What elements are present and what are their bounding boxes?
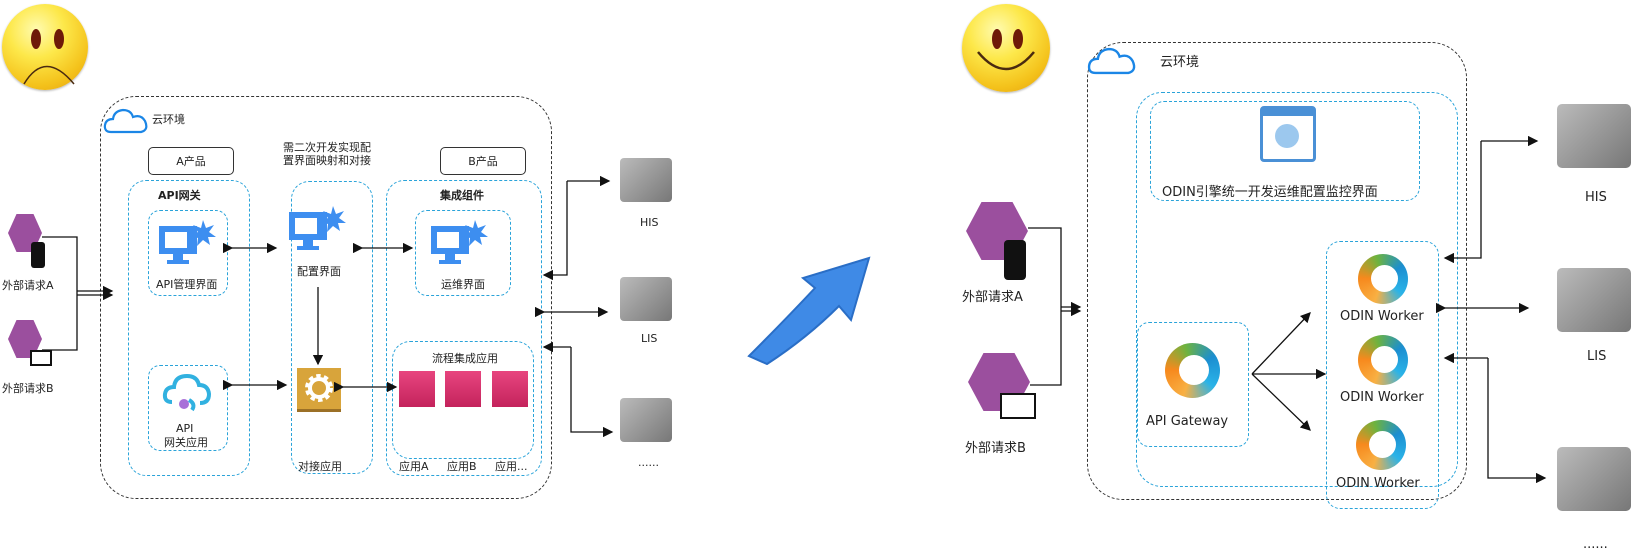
- left-lis-label: LIS: [641, 332, 658, 345]
- app-more-label: 应用...: [495, 460, 528, 473]
- cloud-gateway-icon: [162, 373, 212, 412]
- client-a-label: 外部请求A: [962, 290, 1023, 305]
- monitor-alert-icon: [159, 220, 216, 264]
- happy-face-icon: [962, 4, 1050, 92]
- api-gateway-group: [128, 180, 250, 476]
- curved-arrow-up-right-icon: [747, 256, 871, 365]
- config-column: [291, 181, 373, 474]
- product-a-label: A产品: [148, 147, 234, 175]
- computer-icon-other: [1557, 447, 1631, 511]
- api-gateway-app-label-1: API: [176, 422, 194, 435]
- right-his-label: HIS: [1585, 190, 1607, 205]
- api-gateway-app-label-2: 网关应用: [164, 436, 208, 449]
- api-mgmt-ui-label: API管理界面: [156, 278, 218, 291]
- client-a-label: 外部请求A: [2, 279, 54, 292]
- flow-app-icon-more[interactable]: [492, 371, 528, 407]
- ops-ui-label: 运维界面: [441, 278, 485, 291]
- monitor-alert-icon: [431, 220, 488, 264]
- browser-globe-icon: [1260, 106, 1316, 162]
- left-cloud-environment: [100, 96, 552, 499]
- odin-worker-label-2: ODIN Worker: [1340, 390, 1424, 405]
- config-ui-label: 配置界面: [297, 265, 341, 278]
- computer-icon-other: [620, 398, 672, 442]
- odin-worker-icon: [1358, 335, 1408, 385]
- odin-worker-icon: [1358, 254, 1408, 304]
- client-b-label: 外部请求B: [965, 441, 1026, 456]
- client-b-label: 外部请求B: [2, 382, 54, 395]
- odin-worker-label-3: ODIN Worker: [1336, 476, 1420, 491]
- mobile-phone-icon: [31, 242, 45, 268]
- odin-ui-box[interactable]: [1150, 101, 1420, 201]
- flow-app-icon-a[interactable]: [399, 371, 435, 407]
- gear-app-icon: [297, 368, 341, 412]
- app-b-label: 应用B: [447, 460, 477, 473]
- right-lis-label: LIS: [1587, 349, 1607, 364]
- left-his-label: HIS: [640, 216, 659, 229]
- integration-group-title: 集成组件: [440, 189, 484, 202]
- odin-worker-group: [1326, 241, 1439, 509]
- api-gateway-label: API Gateway: [1146, 414, 1229, 429]
- odin-ui-label: ODIN引擎统一开发运维配置监控界面: [1162, 185, 1378, 200]
- integration-group: [386, 180, 542, 476]
- right-cloud-icon: [1087, 47, 1136, 75]
- left-cloud-icon: [103, 108, 148, 134]
- connector-app-label: 对接应用: [298, 460, 342, 473]
- right-cloud-environment: [1087, 42, 1467, 500]
- computer-icon-lis: [620, 277, 672, 321]
- computer-icon-his: [1557, 104, 1631, 168]
- dev-note-line2: 置界面映射和对接: [283, 154, 371, 167]
- desktop-monitor-icon: [30, 350, 52, 366]
- app-a-label: 应用A: [399, 460, 429, 473]
- odin-worker-icon: [1356, 420, 1406, 470]
- desktop-monitor-icon: [1000, 393, 1036, 419]
- flow-integration-group: [392, 341, 534, 459]
- dev-note-line1: 需二次开发实现配: [283, 141, 371, 154]
- odin-ring-icon: [1165, 343, 1220, 398]
- monitor-alert-icon: [289, 206, 346, 250]
- api-gateway-group-title: API网关: [158, 189, 201, 202]
- product-b-label: B产品: [440, 147, 526, 175]
- odin-worker-label-1: ODIN Worker: [1340, 309, 1424, 324]
- computer-icon-lis: [1557, 268, 1631, 332]
- api-gateway-box[interactable]: [1137, 322, 1249, 447]
- right-cloud-label: 云环境: [1160, 55, 1200, 70]
- ops-ui-box[interactable]: [415, 210, 511, 296]
- flow-app-icon-b[interactable]: [445, 371, 481, 407]
- computer-icon-his: [620, 158, 672, 202]
- flow-integration-title: 流程集成应用: [432, 352, 498, 365]
- right-other-label: ......: [1583, 537, 1608, 552]
- api-gateway-app-box[interactable]: [148, 365, 228, 451]
- left-cloud-label: 云环境: [152, 113, 185, 126]
- odin-inner-group: [1136, 92, 1458, 487]
- mobile-phone-icon: [1004, 240, 1026, 280]
- sad-face-icon: [2, 4, 88, 90]
- left-other-label: ......: [638, 456, 659, 469]
